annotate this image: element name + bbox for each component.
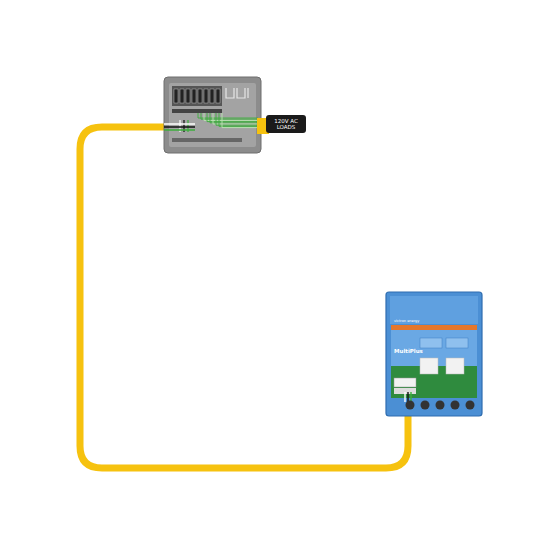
ac-cable: [80, 127, 408, 468]
load-tag: 120V AC LOADS: [266, 115, 306, 133]
distribution-panel: [164, 77, 269, 153]
inverter-box: victron energyMultiPlus: [386, 292, 482, 416]
model-name: MultiPlus: [394, 348, 423, 354]
load-label: 120V AC LOADS: [269, 118, 303, 130]
brand-text: victron energy: [394, 320, 419, 324]
multiplus-inverter: [386, 292, 482, 416]
